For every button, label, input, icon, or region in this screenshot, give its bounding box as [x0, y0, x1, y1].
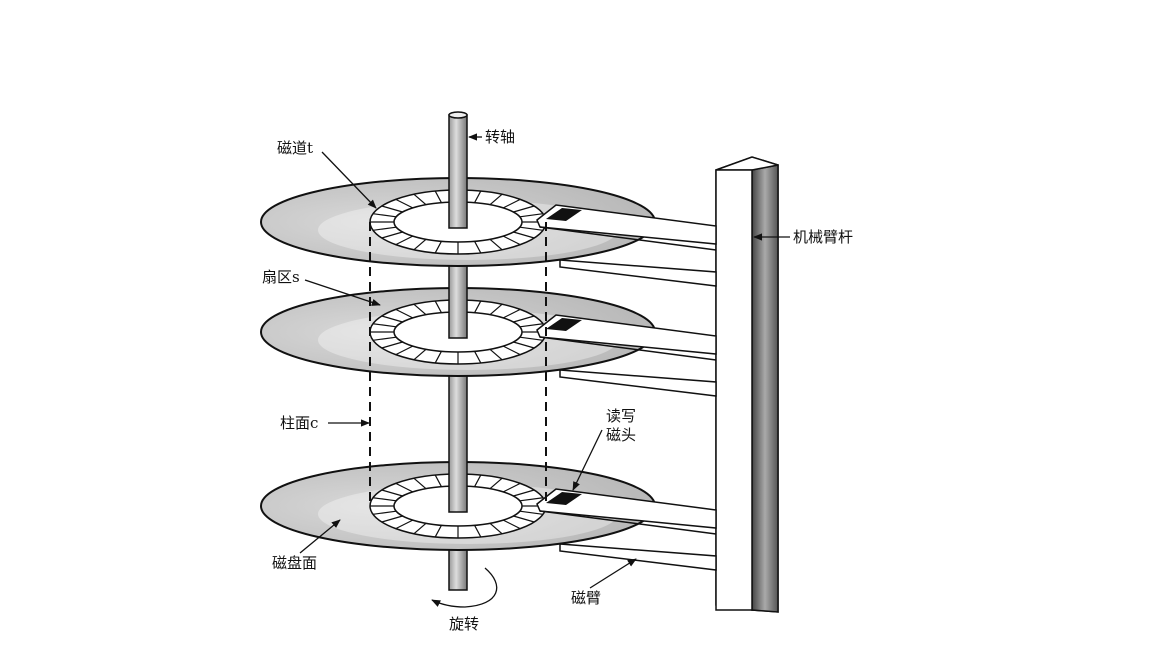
- sector-divider: [395, 308, 414, 319]
- sector-divider: [474, 190, 482, 203]
- label-arm: 磁臂: [571, 589, 601, 607]
- sector-divider: [381, 231, 403, 239]
- sector-divider: [502, 235, 521, 246]
- spindle-top: [448, 111, 468, 119]
- label-arm-assembly: 机械臂杆: [793, 228, 853, 246]
- label-sector: 扇区s: [262, 268, 300, 286]
- sector-divider: [395, 235, 414, 246]
- sector-divider: [519, 510, 544, 515]
- upper-arm: [536, 488, 717, 529]
- sector-divider: [381, 515, 403, 523]
- sector-divider: [434, 474, 442, 487]
- sector-divider: [489, 238, 503, 251]
- arm-column-side: [751, 164, 779, 613]
- sector-divider: [434, 190, 442, 203]
- rotation-arrow: [431, 567, 498, 608]
- label-surface: 磁盘面: [272, 554, 317, 572]
- sector-divider: [502, 345, 521, 356]
- arm-column-front: [715, 169, 753, 611]
- sector-divider: [519, 213, 544, 218]
- lower-arm: [559, 369, 717, 397]
- sector-divider: [513, 231, 535, 239]
- sector-divider: [413, 522, 427, 535]
- pointer-surface: [299, 519, 341, 554]
- sector-divider: [489, 193, 503, 206]
- sector-divider: [413, 303, 427, 316]
- sector-divider: [372, 336, 397, 341]
- sector-divider: [489, 303, 503, 316]
- sector-divider: [413, 193, 427, 206]
- sector-divider: [519, 226, 544, 231]
- lower-arm: [559, 259, 717, 287]
- pointer-arm: [589, 558, 637, 589]
- sector-divider: [413, 477, 427, 490]
- sector-divider: [474, 351, 482, 364]
- pointer-track: [321, 151, 377, 209]
- sector-divider: [502, 198, 521, 209]
- sector-divider: [489, 348, 503, 361]
- sector-divider: [413, 238, 427, 251]
- sector-divider: [372, 510, 397, 515]
- upper-arm-edge: [539, 336, 717, 361]
- sector-divider: [434, 300, 442, 313]
- label-spindle: 转轴: [485, 128, 515, 146]
- sector-divider: [502, 519, 521, 530]
- sector-divider: [413, 348, 427, 361]
- sector-divider: [434, 241, 442, 254]
- lower-arm: [559, 543, 717, 571]
- sector-divider: [513, 205, 535, 213]
- upper-arm-edge: [539, 510, 717, 535]
- sector-divider: [372, 323, 397, 328]
- label-head-line1: 读写: [606, 407, 636, 425]
- sector-divider: [381, 315, 403, 323]
- spindle-segment: [448, 114, 468, 229]
- upper-arm: [536, 314, 717, 355]
- sector-divider: [489, 477, 503, 490]
- read-write-head: [546, 492, 582, 505]
- label-rotation: 旋转: [449, 615, 479, 633]
- sector-divider: [372, 497, 397, 502]
- sector-divider: [519, 323, 544, 328]
- sector-divider: [474, 474, 482, 487]
- sector-divider: [519, 336, 544, 341]
- label-cylinder: 柱面c: [280, 414, 318, 432]
- read-write-head: [546, 318, 582, 331]
- sector-divider: [474, 241, 482, 254]
- pointer-head: [572, 429, 603, 491]
- sector-divider: [502, 482, 521, 493]
- pointer-sector: [304, 279, 381, 306]
- sector-divider: [372, 226, 397, 231]
- sector-divider: [519, 497, 544, 502]
- read-write-head: [546, 208, 582, 221]
- sector-divider: [395, 345, 414, 356]
- upper-arm: [536, 204, 717, 245]
- sector-divider: [372, 213, 397, 218]
- sector-divider: [513, 515, 535, 523]
- sector-divider: [434, 351, 442, 364]
- sector-divider: [489, 522, 503, 535]
- sector-divider: [381, 489, 403, 497]
- sector-divider: [395, 198, 414, 209]
- sector-divider: [395, 482, 414, 493]
- sector-divider: [513, 315, 535, 323]
- sector-divider: [502, 308, 521, 319]
- label-track: 磁道t: [277, 139, 313, 157]
- sector-divider: [474, 300, 482, 313]
- sector-divider: [434, 525, 442, 538]
- sector-divider: [513, 489, 535, 497]
- sector-divider: [381, 205, 403, 213]
- sector-divider: [474, 525, 482, 538]
- sector-divider: [381, 341, 403, 349]
- upper-arm-edge: [539, 226, 717, 251]
- label-head-line2: 磁头: [606, 426, 636, 444]
- sector-divider: [395, 519, 414, 530]
- sector-divider: [513, 341, 535, 349]
